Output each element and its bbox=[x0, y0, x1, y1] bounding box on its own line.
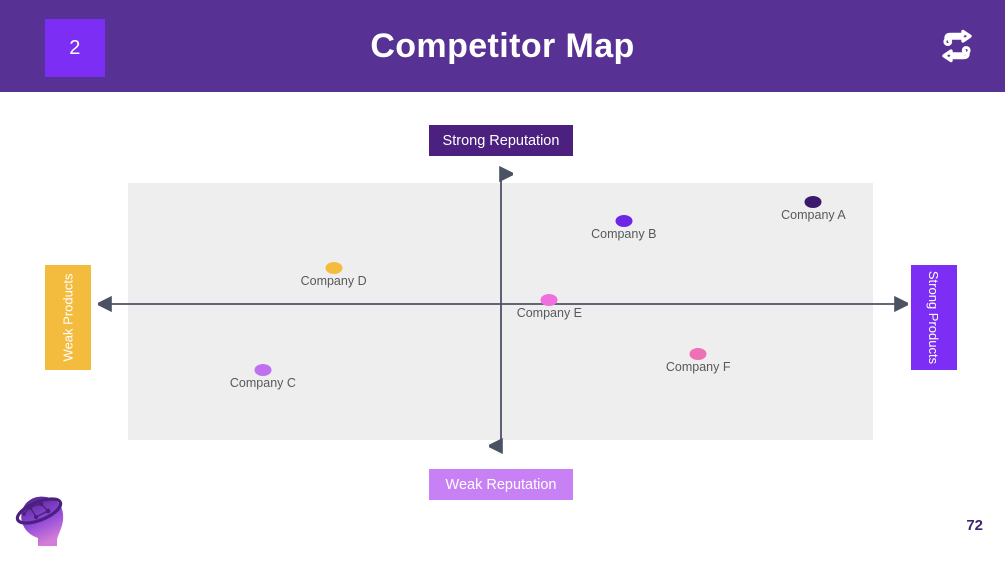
data-point-label: Company C bbox=[229, 375, 296, 390]
brain-head-network-logo bbox=[10, 488, 72, 550]
competitor-matrix: Strong Reputation Weak Reputation Weak P… bbox=[0, 92, 1005, 565]
axis-label-weak-products: Weak Products bbox=[45, 265, 91, 370]
axis-label-right-text: Strong Products bbox=[926, 270, 942, 365]
axis-label-weak-reputation: Weak Reputation bbox=[429, 469, 573, 500]
data-point[interactable]: Company D bbox=[301, 262, 367, 288]
data-point-marker bbox=[325, 262, 343, 275]
axis-label-left-text: Weak Products bbox=[60, 273, 76, 362]
data-point-marker bbox=[689, 348, 707, 361]
sync-arrows-icon[interactable] bbox=[935, 24, 979, 68]
page-number: 72 bbox=[966, 517, 983, 534]
data-point-marker bbox=[540, 294, 558, 307]
data-point[interactable]: Company F bbox=[666, 348, 730, 374]
axis-label-strong-products: Strong Products bbox=[911, 265, 957, 370]
slide-number-text: 2 bbox=[69, 36, 81, 59]
data-point-marker bbox=[804, 195, 822, 208]
data-point-label: Company E bbox=[516, 306, 583, 321]
data-point[interactable]: Company B bbox=[591, 215, 656, 241]
page-title: Competitor Map bbox=[370, 26, 635, 65]
slide-header: 2 Competitor Map bbox=[0, 0, 1005, 92]
vertical-axis bbox=[489, 165, 513, 455]
data-point[interactable]: Company A bbox=[781, 195, 846, 222]
data-point[interactable]: Company C bbox=[230, 363, 296, 390]
data-point-label: Company B bbox=[591, 227, 657, 242]
data-point-label: Company F bbox=[665, 360, 731, 375]
data-point-label: Company D bbox=[300, 274, 367, 289]
data-point-marker bbox=[254, 363, 272, 376]
slide-number-badge: 2 bbox=[45, 19, 105, 77]
data-point[interactable]: Company E bbox=[517, 294, 582, 320]
axis-label-top-text: Strong Reputation bbox=[442, 132, 560, 149]
data-point-marker bbox=[615, 215, 633, 228]
axis-label-strong-reputation: Strong Reputation bbox=[429, 125, 573, 156]
data-point-label: Company A bbox=[781, 207, 846, 222]
axis-label-bottom-text: Weak Reputation bbox=[445, 476, 557, 493]
